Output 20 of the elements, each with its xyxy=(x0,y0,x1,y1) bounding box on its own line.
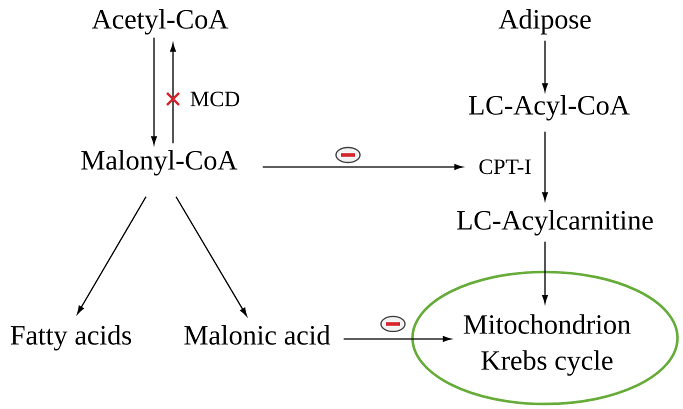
metabolite-label: Malonic acid xyxy=(184,325,330,345)
arrow xyxy=(151,38,157,145)
metabolite-label: Acetyl-CoA xyxy=(92,9,228,35)
arrow xyxy=(262,164,463,170)
arrow xyxy=(170,43,176,144)
metabolite-label: LC-Acyl-CoA xyxy=(468,95,630,121)
edge-label: MCD xyxy=(188,90,242,108)
arrow xyxy=(542,40,548,92)
organelle-label: Mitochondrion Krebs cycle xyxy=(464,314,631,376)
arrow xyxy=(542,242,548,304)
arrow xyxy=(542,132,548,201)
metabolite-label: LC-Acylcarnitine xyxy=(457,210,653,236)
metabolite-label: Fatty acids xyxy=(10,325,132,351)
metabolite-label: Adipose xyxy=(498,9,591,34)
arrow xyxy=(344,336,452,342)
organelle-ellipse xyxy=(411,270,679,406)
metabolite-label: Malonyl-CoA xyxy=(81,150,238,176)
arrow xyxy=(77,196,147,314)
enzyme-label: CPT-I xyxy=(479,159,531,174)
arrow xyxy=(175,196,247,316)
